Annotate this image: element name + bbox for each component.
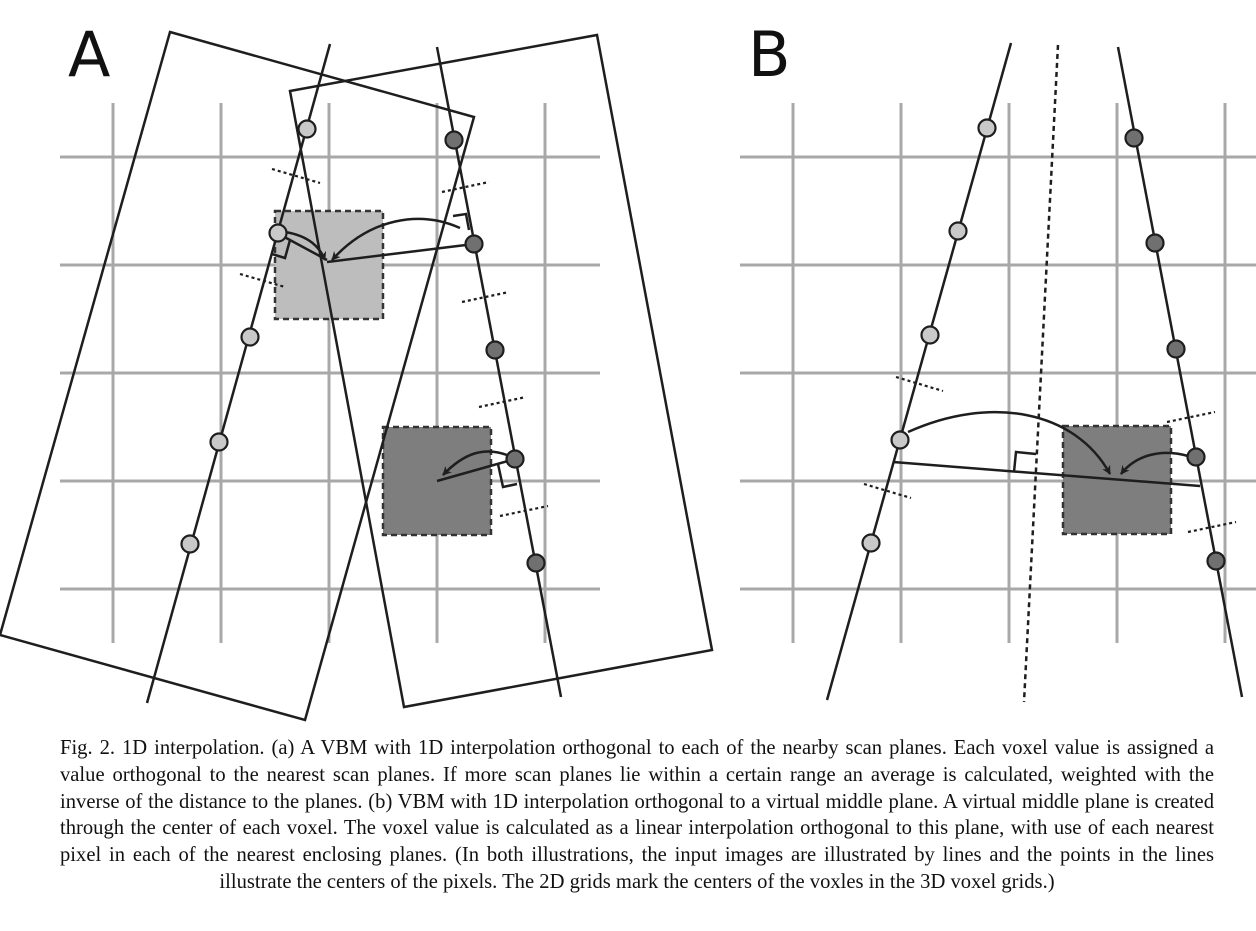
pixel-center-dark [444, 130, 464, 150]
pixel-center-light [920, 325, 940, 345]
pixel-center-light [268, 223, 288, 243]
pixel-center-light [240, 327, 260, 347]
pixel-center-light [180, 534, 200, 554]
pixel-center-light [890, 430, 910, 450]
panel-b [740, 42, 1256, 703]
pixel-centers-b [861, 118, 1226, 571]
pixel-center-dark [1166, 339, 1186, 359]
voxel-grid-a [60, 103, 600, 643]
pixel-center-dark [485, 340, 505, 360]
scan-plane-lines-a [145, 43, 563, 704]
pixel-center-dark [1124, 128, 1144, 148]
pixel-center-light [948, 221, 968, 241]
panel-a [0, 30, 714, 722]
scan-plane-lines-b [825, 42, 1244, 701]
pixel-center-light [297, 119, 317, 139]
pixel-center-light [861, 533, 881, 553]
scan-plane-frames-a [0, 30, 714, 722]
pixel-center-dark [505, 449, 525, 469]
distance-ticks-b [863, 375, 1237, 534]
pixel-center-light [209, 432, 229, 452]
figure-illustration [0, 30, 1256, 722]
pixel-center-dark [526, 553, 546, 573]
orthogonal-projections-b [892, 450, 1201, 488]
pixel-center-dark [1186, 447, 1206, 467]
figure-caption: Fig. 2. 1D interpolation. (a) A VBM with… [60, 737, 1214, 893]
pixel-center-light [977, 118, 997, 138]
distance-ticks-a [239, 167, 549, 518]
pixel-centers-a [180, 119, 546, 573]
pixel-center-dark [1145, 233, 1165, 253]
voxel-grid-b [740, 103, 1256, 643]
pixel-center-dark [1206, 551, 1226, 571]
panel-a-label: A [68, 18, 111, 91]
virtual-middle-plane [1022, 44, 1060, 703]
panel-b-label: B [748, 18, 791, 91]
interpolation-arrows-a [284, 217, 508, 476]
pixel-center-dark [464, 234, 484, 254]
interpolation-arrows-b [907, 410, 1189, 475]
